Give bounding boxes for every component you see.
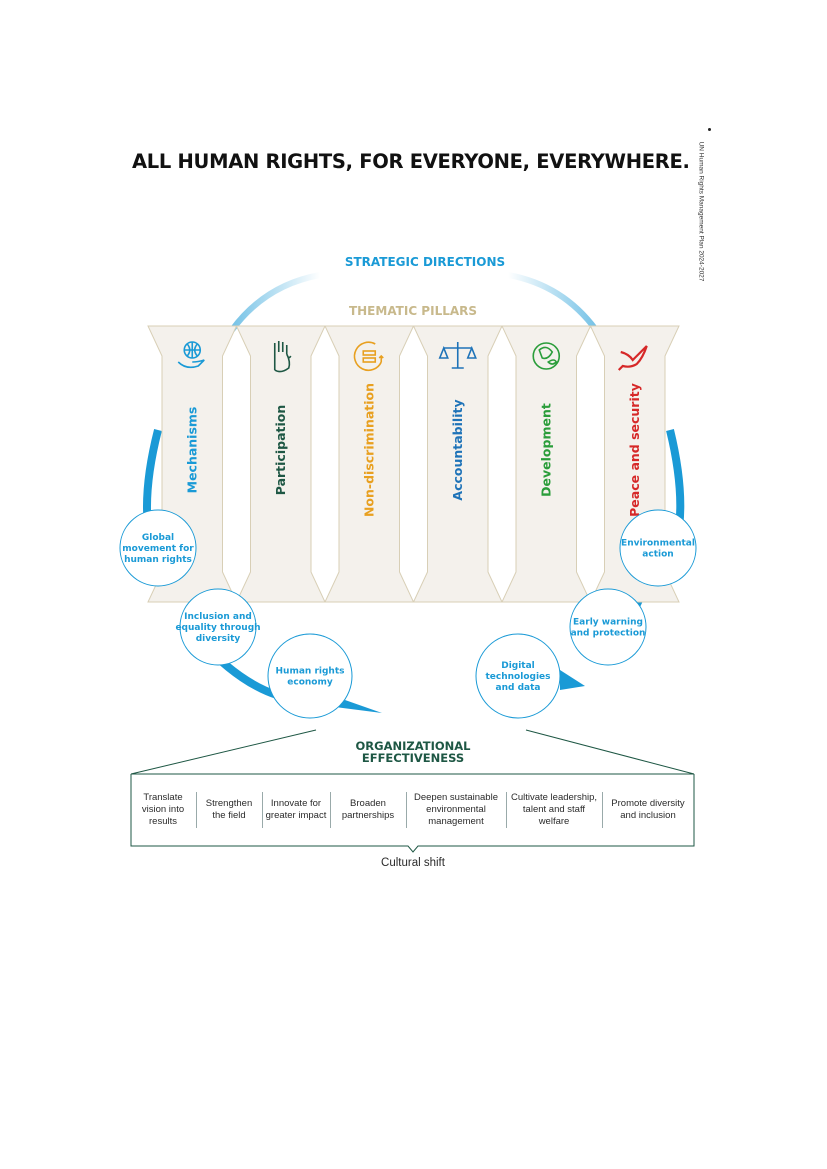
oe-title-line1: ORGANIZATIONAL [355,739,471,753]
direction-label-line: Inclusion and [184,612,252,622]
funnel-line-right [525,729,695,775]
oe-item: Broaden partnerships [341,798,395,821]
cultural-shift-label: Cultural shift [381,857,445,869]
funnel-line-left [130,729,317,775]
oe-separator [406,792,407,828]
direction-circle [119,509,197,587]
direction-label-line: Human rights [276,667,345,677]
oe-separator [330,792,331,828]
direction-label-line: Early warning [573,618,643,628]
organizational-effectiveness-title: ORGANIZATIONAL EFFECTIVENESS [300,740,526,764]
pillar-label: Accountability [450,399,465,500]
pillar-label: Non-discrimination [361,383,376,517]
direction-label-line: human rights [124,555,192,565]
direction-label-line: diversity [196,634,241,644]
pillar-label: Mechanisms [184,407,199,494]
scales-icon [438,342,477,369]
pillar-label: Peace and security [627,383,642,517]
direction-circle [475,633,561,719]
oe-item: Deepen sustainable environmental managem… [414,792,498,827]
oe-item: Strengthen the field [205,798,253,821]
direction-label-line: Environmental [621,539,695,549]
oe-separator [262,792,263,828]
oe-item: Promote diversity and inclusion [611,798,685,821]
direction-circle [619,509,697,587]
ring-arc-bottom-left [335,700,382,713]
direction-circle [179,588,257,666]
pillar-label: Participation [273,405,288,496]
ring-arc-bottom-right [560,670,585,690]
pillar-label: Development [538,403,553,497]
direction-label-line: movement for [122,544,194,554]
globe-hand-icon [177,341,205,369]
direction-circle [267,633,353,719]
direction-label-line: and data [496,683,541,693]
direction-label-line: economy [287,678,333,688]
direction-label-line: Global [142,533,174,543]
arc-top-left [229,272,323,333]
leaf-globe-icon [532,342,561,370]
oe-separator [506,792,507,828]
oe-item: Cultivate leadership, talent and staff w… [510,792,598,827]
oe-item: Translate vision into results [141,792,185,827]
oe-item: Innovate for greater impact [265,798,327,821]
direction-circle [569,588,647,666]
thematic-pillars-label: THEMATIC PILLARS [348,304,478,318]
direction-label-line: technologies [486,672,551,682]
oe-separator [602,792,603,828]
bullet-dot [708,128,711,131]
equal-arrows-icon [353,341,384,372]
strategic-directions-label: STRATEGIC DIRECTIONS [344,255,506,269]
oe-separator [196,792,197,828]
direction-label-line: and protection [571,629,646,639]
page-title: ALL HUMAN RIGHTS, FOR EVERYONE, EVERYWHE… [132,150,690,173]
direction-label-line: Digital [501,661,535,671]
oe-title-line2: EFFECTIVENESS [361,751,465,765]
cultural-bracket [130,840,695,853]
direction-label-line: equality through [175,623,260,633]
dove-icon [617,345,648,371]
arc-top-right [505,272,599,333]
direction-label-line: action [642,550,673,560]
raised-hand-icon [273,341,292,373]
pillars: Mechanisms Participation Non-discriminatio… [147,325,680,603]
